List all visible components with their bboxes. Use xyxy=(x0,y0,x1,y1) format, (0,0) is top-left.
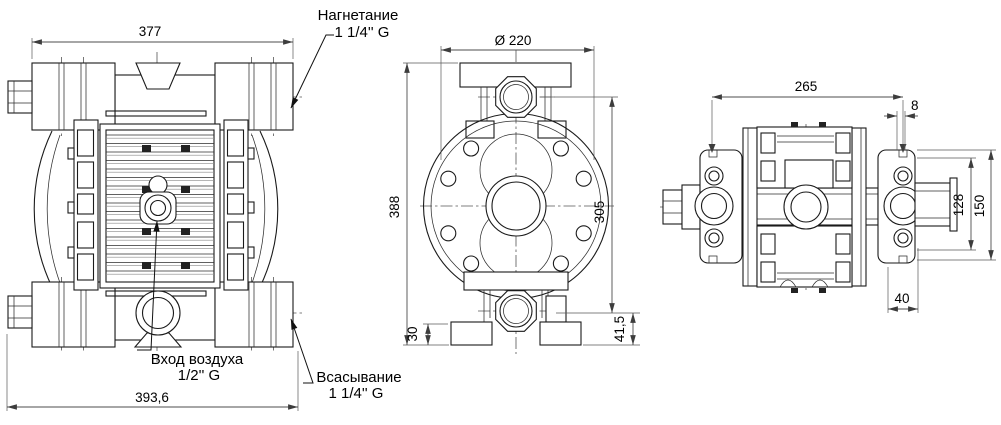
side-dimensions: Ø 220 388 305 41,5 30 xyxy=(387,33,640,346)
clamp-right xyxy=(537,120,567,139)
dim-width-bottom: 393,6 xyxy=(135,390,169,405)
top-port-octagon xyxy=(495,76,537,118)
front-labels: Нагнетание 1 1/4'' G Вход воздуха 1/2'' … xyxy=(137,7,402,402)
bottom-left-port xyxy=(31,281,116,348)
flange-bolts xyxy=(440,140,592,272)
port-stub-right xyxy=(914,182,951,227)
port-left xyxy=(694,186,734,226)
label-air-inlet-size: 1/2'' G xyxy=(178,367,220,384)
bottom-port-octagon xyxy=(495,290,537,332)
hex-nipple-top-left xyxy=(7,80,33,114)
air-inlet-top xyxy=(783,184,829,230)
side-columns xyxy=(67,119,255,291)
dim-width-top: 377 xyxy=(139,24,162,39)
hex-nipple-left xyxy=(662,189,683,225)
label-discharge: Нагнетание xyxy=(318,7,399,24)
front-view: 377 393,6 Нагнетание 1 1/4'' G Вход возд… xyxy=(6,7,402,411)
dim-depth-inner: 128 xyxy=(951,194,966,217)
side-body xyxy=(422,62,610,346)
top-bracket xyxy=(459,62,572,88)
front-dimensions: 377 393,6 xyxy=(6,24,299,411)
grill-end-tabs xyxy=(142,145,190,269)
manifold-slot xyxy=(105,110,207,117)
dim-edge: 40 xyxy=(894,291,909,306)
label-discharge-size: 1 1/4'' G xyxy=(335,24,390,41)
top-left-port xyxy=(31,62,116,131)
bottom-center-port xyxy=(135,290,181,336)
dim-height-port: 305 xyxy=(592,201,607,224)
dim-port-bottom: 41,5 xyxy=(612,316,627,342)
air-inlet-boss xyxy=(784,159,834,189)
clamp-left xyxy=(465,120,495,139)
label-suction-size: 1 1/4'' G xyxy=(329,385,384,402)
dim-offset: 8 xyxy=(911,98,919,113)
side-view: Ø 220 388 305 41,5 30 xyxy=(387,33,640,354)
foot-left xyxy=(450,321,493,346)
dim-bolt-span: 265 xyxy=(795,79,818,94)
column-windows xyxy=(76,129,245,281)
top-dimensions: 265 8 150 128 40 xyxy=(708,79,996,313)
dim-diameter: Ø 220 xyxy=(495,33,532,48)
air-inlet-port xyxy=(144,194,172,222)
dim-depth-outer: 150 xyxy=(972,195,987,218)
diaphragm-housing-profiles xyxy=(33,130,279,288)
label-suction: Всасывание xyxy=(316,369,401,386)
dim-height-total: 388 xyxy=(387,196,402,219)
top-center-port xyxy=(135,62,181,90)
center-hub xyxy=(485,175,547,237)
hex-nipple-bottom-left xyxy=(7,295,33,329)
column-bolt-tabs xyxy=(67,147,255,259)
label-air-inlet: Вход воздуха xyxy=(151,351,244,368)
top-body xyxy=(662,122,958,293)
dim-foot-height: 30 xyxy=(405,326,420,341)
lower-clamp-bar xyxy=(463,271,569,291)
foot-right xyxy=(539,321,582,346)
top-view: 265 8 150 128 40 xyxy=(660,79,996,313)
top-manifold xyxy=(7,62,294,131)
